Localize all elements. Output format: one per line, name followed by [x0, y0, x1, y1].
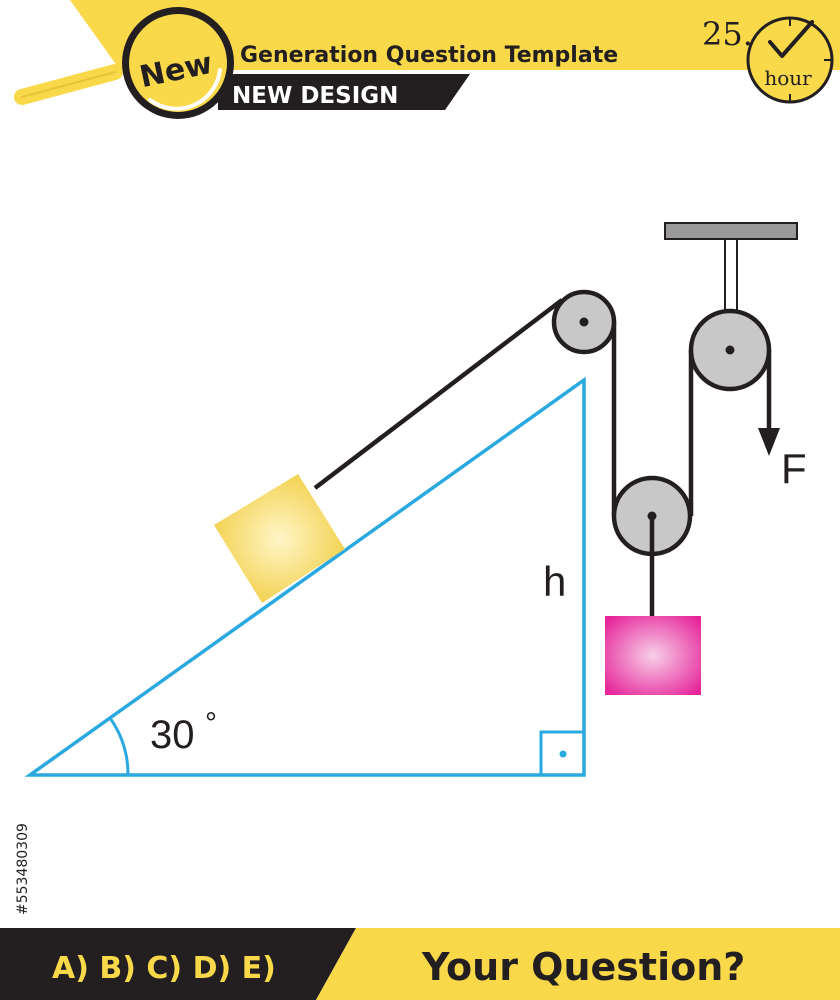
rope-incline	[313, 298, 564, 490]
footer-dark-bar	[0, 928, 356, 1000]
fixed-pulley-right	[688, 308, 772, 392]
ceiling-bar	[664, 222, 798, 240]
angle-label: 30	[150, 713, 195, 757]
magnifier-icon	[14, 7, 234, 119]
footer: A) B) C) D) E) Your Question?	[0, 928, 840, 1000]
force-arrow-head	[758, 428, 780, 456]
physics-diagram: 30 ° h F	[24, 222, 807, 777]
right-angle-dot	[559, 750, 567, 758]
side-id-text: #553480309	[15, 823, 31, 915]
force-label: F	[781, 445, 807, 492]
footer-yellow-bar	[316, 928, 840, 1000]
timer-unit: hour	[764, 66, 812, 90]
angle-arc	[108, 717, 130, 776]
answer-options: A) B) C) D) E)	[52, 951, 276, 986]
timer-number: 25.	[702, 15, 753, 53]
yellow-block	[214, 474, 345, 603]
subtitle-banner	[218, 74, 470, 110]
question-prompt: Your Question?	[421, 945, 745, 989]
header-subtitle: NEW DESIGN	[232, 83, 398, 109]
header: NEW DESIGN Generation Question Template …	[14, 0, 840, 119]
pink-block	[605, 616, 701, 695]
fixed-pulley-top	[551, 289, 617, 355]
header-banner	[70, 0, 840, 70]
checkmark-icon	[768, 20, 814, 58]
height-label: h	[543, 558, 566, 605]
inclined-plane	[24, 376, 586, 777]
timer-icon	[746, 16, 834, 104]
right-angle-marker	[539, 730, 586, 777]
header-title: Generation Question Template	[240, 43, 618, 68]
degree-symbol: °	[205, 707, 217, 740]
